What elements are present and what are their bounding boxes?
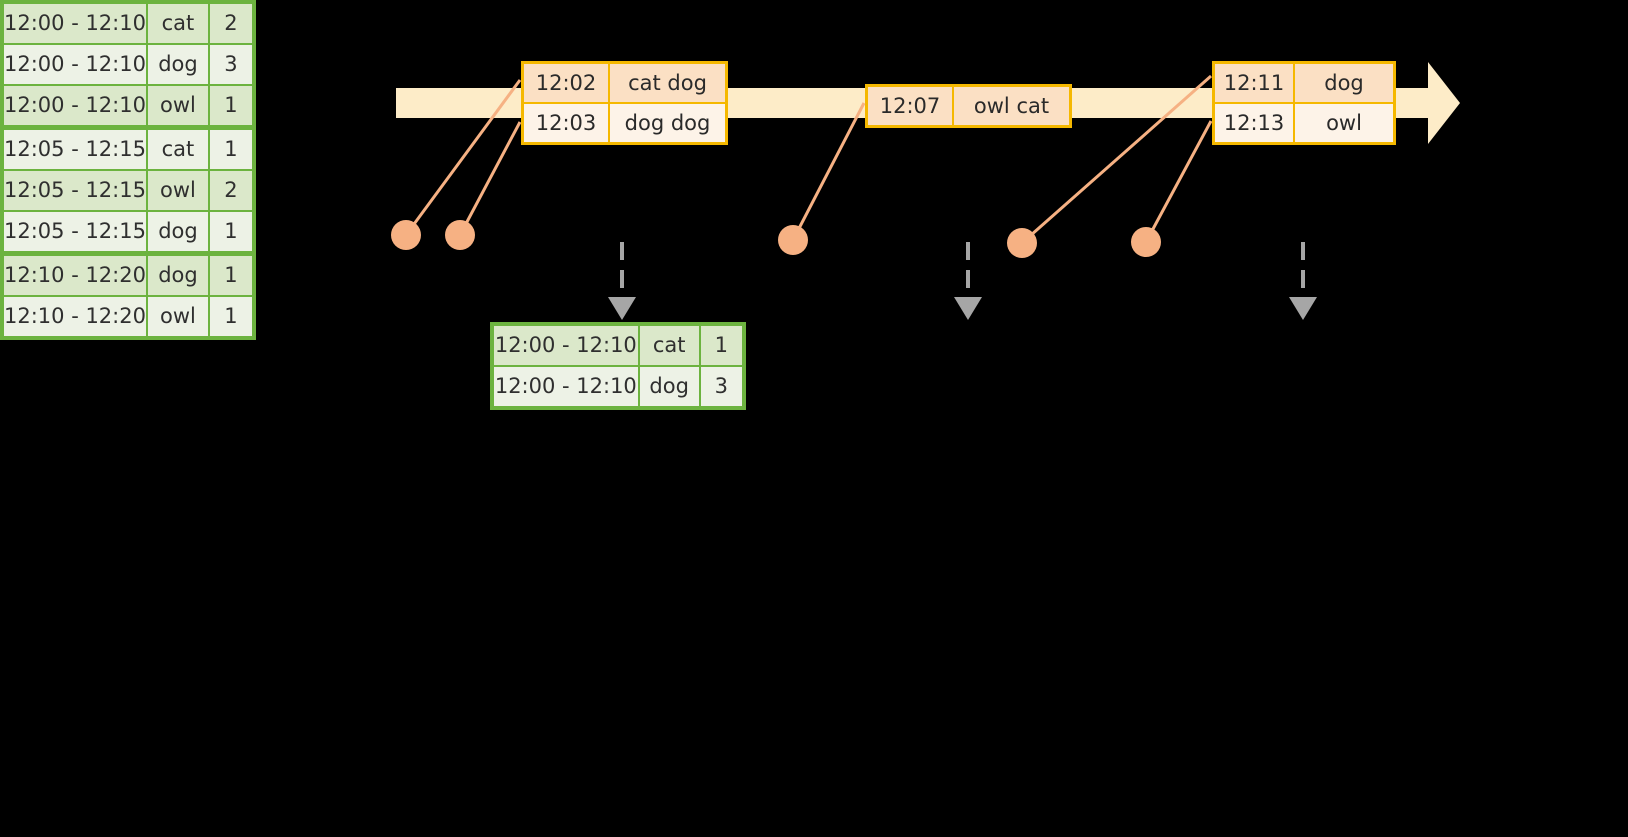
event-words: dog dog <box>610 104 725 142</box>
cell-key: dog <box>147 45 210 84</box>
cell-key: owl <box>147 171 210 210</box>
cell-count: 1 <box>209 130 252 169</box>
event-row[interactable]: 12:13 owl <box>1215 102 1393 142</box>
cell-count: 1 <box>209 212 252 251</box>
cell-key: dog <box>147 256 210 295</box>
connector-line <box>1144 120 1213 243</box>
event-row[interactable]: 12:03 dog dog <box>524 102 725 142</box>
cell-count: 2 <box>209 4 252 43</box>
cell-key: cat <box>147 4 210 43</box>
cell-count: 1 <box>700 326 742 365</box>
cell-count: 1 <box>209 86 252 125</box>
event-time: 12:13 <box>1215 104 1295 142</box>
event-dot <box>778 225 808 255</box>
event-row[interactable]: 12:11 dog <box>1215 64 1393 102</box>
event-row[interactable]: 12:07 owl cat <box>868 87 1069 125</box>
event-dot <box>445 220 475 250</box>
cell-window: 12:00 - 12:10 <box>494 326 640 365</box>
event-time: 12:03 <box>524 104 610 142</box>
dashed-arrow-head-icon <box>954 297 982 320</box>
event-time: 12:11 <box>1215 64 1295 102</box>
cell-count: 3 <box>700 367 742 406</box>
event-words: owl cat <box>954 87 1069 125</box>
timeline-arrow-head-icon <box>1428 62 1460 144</box>
connector-line <box>458 121 522 236</box>
cell-window: 12:00 - 12:10 <box>4 45 148 84</box>
cell-window: 12:05 - 12:15 <box>4 212 148 251</box>
dashed-arrow-head-icon <box>1289 297 1317 320</box>
event-time: 12:07 <box>868 87 954 125</box>
event-dot <box>1007 228 1037 258</box>
event-group-a: 12:02 cat dog 12:03 dog dog <box>521 61 728 145</box>
cell-key: dog <box>639 367 701 406</box>
cell-count: 1 <box>209 297 252 336</box>
cell-key: dog <box>147 212 210 251</box>
connector-line <box>791 102 866 241</box>
cell-count: 2 <box>209 171 252 210</box>
event-dot <box>1131 227 1161 257</box>
cell-window: 12:10 - 12:20 <box>4 256 148 295</box>
dashed-arrow-head-icon <box>608 297 636 320</box>
cell-count: 3 <box>209 45 252 84</box>
event-group-c: 12:11 dog 12:13 owl <box>1212 61 1396 145</box>
cell-window: 12:00 - 12:10 <box>494 367 640 406</box>
event-words: owl <box>1295 104 1393 142</box>
cell-window: 12:05 - 12:15 <box>4 130 148 169</box>
cell-window: 12:00 - 12:10 <box>4 4 148 43</box>
event-words: dog <box>1295 64 1393 102</box>
cell-key: owl <box>147 297 210 336</box>
cell-window: 12:10 - 12:20 <box>4 297 148 336</box>
event-dot <box>391 220 421 250</box>
cell-count: 1 <box>209 256 252 295</box>
cell-key: cat <box>147 130 210 169</box>
event-words: cat dog <box>610 64 725 102</box>
event-group-b: 12:07 owl cat <box>865 84 1072 128</box>
event-time: 12:02 <box>524 64 610 102</box>
cell-key: owl <box>147 86 210 125</box>
event-row[interactable]: 12:02 cat dog <box>524 64 725 102</box>
cell-window: 12:05 - 12:15 <box>4 171 148 210</box>
cell-key: cat <box>639 326 701 365</box>
cell-window: 12:00 - 12:10 <box>4 86 148 125</box>
